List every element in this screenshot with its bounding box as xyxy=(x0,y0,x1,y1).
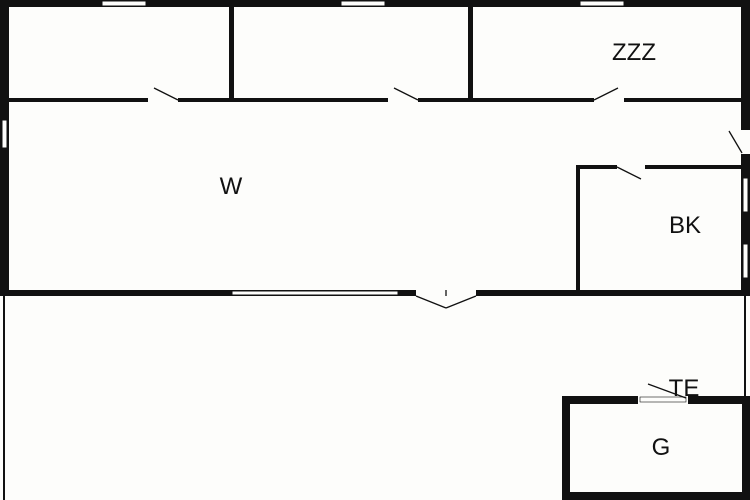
door-swing xyxy=(616,166,642,180)
window xyxy=(742,243,749,279)
garage-door-threshold xyxy=(639,396,687,403)
windows xyxy=(1,0,749,296)
door-opening xyxy=(617,164,645,170)
door-swing xyxy=(593,87,619,101)
window xyxy=(1,119,8,149)
room-label-sleep: ZZZ xyxy=(612,39,656,66)
garage-wall xyxy=(742,396,750,500)
door-openings xyxy=(148,97,750,405)
room-label-terrace: TE xyxy=(668,375,700,402)
garage-wall xyxy=(562,396,570,500)
window xyxy=(340,0,386,7)
door-opening xyxy=(638,395,688,405)
sliding-window xyxy=(231,290,399,296)
office-wall xyxy=(576,165,746,169)
office-wall xyxy=(576,165,580,293)
garage-wall xyxy=(562,492,750,500)
door-opening xyxy=(148,97,178,103)
door-opening xyxy=(740,130,750,154)
door-swing xyxy=(393,87,419,101)
door-swing xyxy=(153,87,179,101)
room-label-living: W xyxy=(219,173,243,200)
window xyxy=(579,0,625,7)
window xyxy=(101,0,147,7)
terrace-edge xyxy=(744,296,746,396)
door-swings xyxy=(153,87,743,403)
partition-wall xyxy=(468,0,473,101)
door-swing xyxy=(728,130,743,154)
door-swing xyxy=(415,295,447,309)
partition-wall xyxy=(229,0,234,101)
window xyxy=(742,177,749,213)
terrace-edge xyxy=(3,296,5,500)
door-swing xyxy=(647,383,687,399)
room-label-office: BK xyxy=(668,212,702,239)
room-label-garage: G xyxy=(651,434,671,461)
bedroom-wall xyxy=(0,98,750,102)
door-opening xyxy=(594,97,624,103)
door-opening xyxy=(388,97,418,103)
door-swing xyxy=(445,295,477,309)
